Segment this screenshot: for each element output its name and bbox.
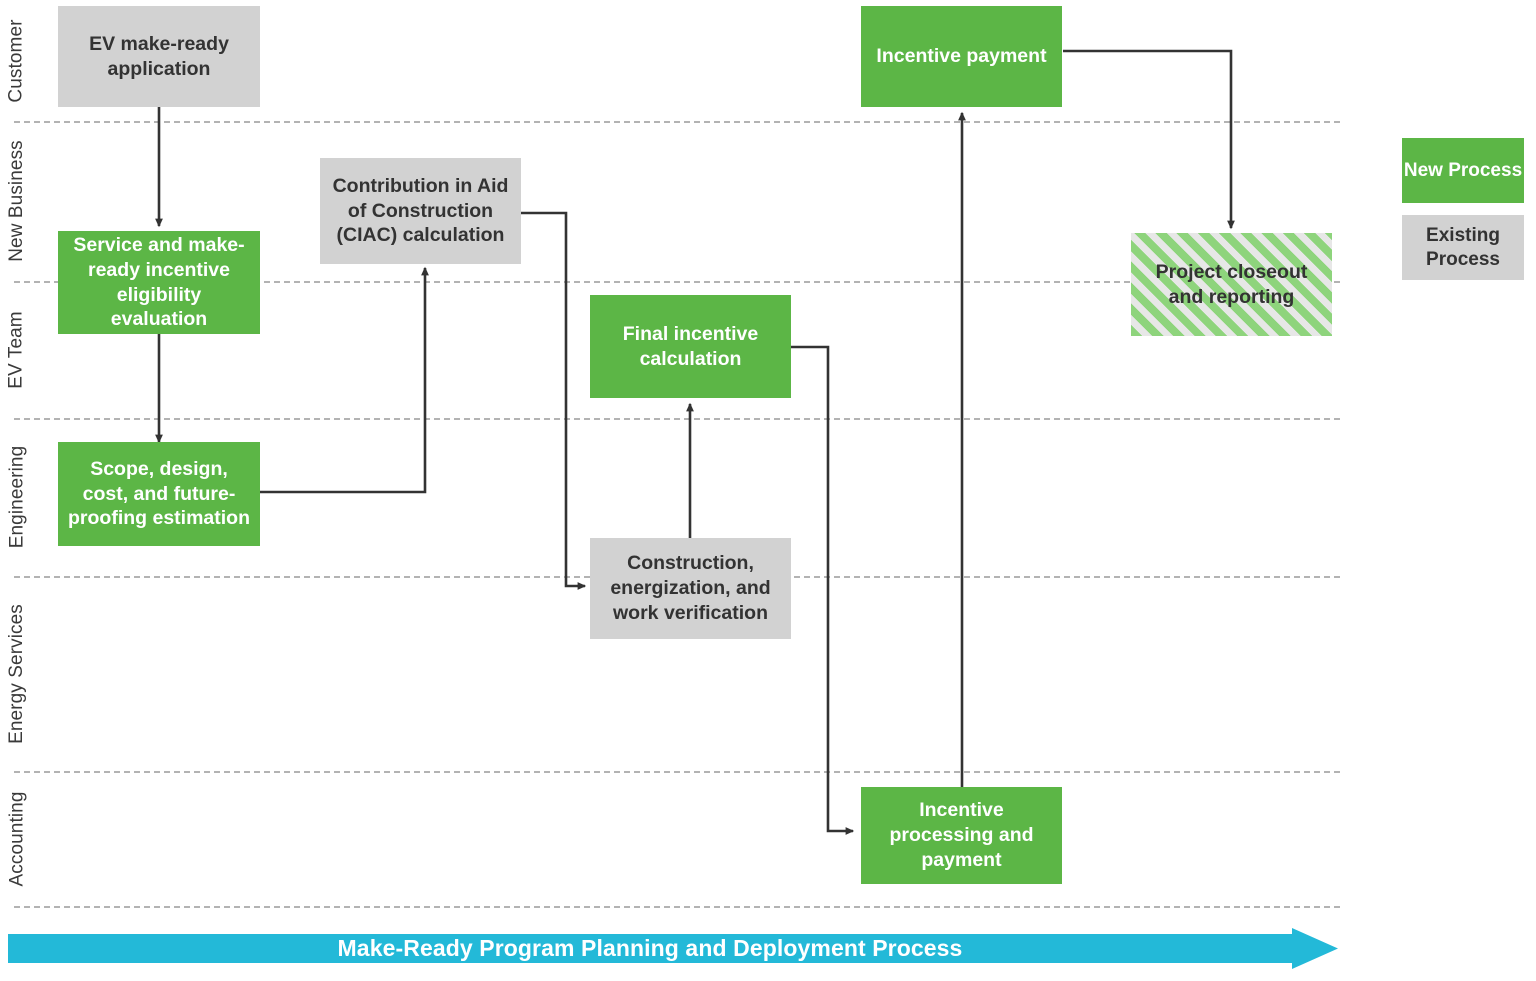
node-project-closeout-and-reporting-label: Project closeout and reporting <box>1155 260 1308 308</box>
node-contribution-in-aid-of-construction-calculation-label: Contribution in Aid of Construction (CIA… <box>332 174 509 247</box>
legend-item-new-process: New Process <box>1402 138 1524 203</box>
lane-divider-newbusiness-evteam <box>14 281 1340 283</box>
lane-label-accounting-text: Accounting <box>6 790 28 887</box>
node-construction-energization-and-work-verification[interactable]: Construction, energization, and work ver… <box>590 538 791 639</box>
lane-label-new-business-text: New Business <box>6 140 27 262</box>
legend: New Process Existing Process <box>1402 138 1524 280</box>
node-ev-make-ready-application-label: EV make-ready application <box>89 32 229 80</box>
lane-label-ev-team: EV Team <box>0 281 34 418</box>
node-contribution-in-aid-of-construction-calculation[interactable]: Contribution in Aid of Construction (CIA… <box>320 158 521 264</box>
node-incentive-payment-label: Incentive payment <box>876 45 1047 68</box>
node-project-closeout-and-reporting[interactable]: Project closeout and reporting <box>1131 233 1332 336</box>
node-final-incentive-calculation-label: Final incentive calculation <box>622 322 759 370</box>
lane-label-engineering: Engineering <box>0 418 34 576</box>
node-service-and-make-ready-incentive-eligibility-evaluation-label: Service and make-ready incentive eligibi… <box>73 233 245 331</box>
connector-scope-to-ciac <box>259 266 429 494</box>
banner-arrow-shape <box>8 928 1338 969</box>
lane-label-ev-team-text: EV Team <box>6 310 28 389</box>
legend-item-new-process-label: New Process <box>1403 159 1523 181</box>
connector-ciac-to-construction <box>521 211 587 590</box>
node-ev-make-ready-application[interactable]: EV make-ready application <box>58 6 260 107</box>
lane-label-engineering-text: Engineering <box>6 445 28 549</box>
node-incentive-payment[interactable]: Incentive payment <box>861 6 1062 107</box>
process-banner-arrow: Make-Ready Program Planning and Deployme… <box>8 928 1338 969</box>
lane-label-energy-services: Energy Services <box>0 576 34 771</box>
node-scope-design-cost-and-future-proofing-estimation[interactable]: Scope, design, cost, and future-proofing… <box>58 442 260 546</box>
node-construction-energization-and-work-verification-label: Construction, energization, and work ver… <box>610 552 771 624</box>
node-scope-design-cost-and-future-proofing-estimation-label: Scope, design, cost, and future-proofing… <box>68 457 250 530</box>
lane-divider-energy-accounting <box>14 771 1340 773</box>
banner-title: Make-Ready Program Planning and Deployme… <box>337 935 963 961</box>
lane-label-energy-services-text: Energy Services <box>6 603 27 744</box>
node-incentive-processing-and-payment-label: Incentive processing and payment <box>889 799 1034 871</box>
node-service-and-make-ready-incentive-eligibility-evaluation[interactable]: Service and make-ready incentive eligibi… <box>58 231 260 334</box>
node-incentive-processing-and-payment[interactable]: Incentive processing and payment <box>861 787 1062 884</box>
lane-divider-accounting-bottom <box>14 906 1340 908</box>
node-final-incentive-calculation[interactable]: Final incentive calculation <box>590 295 791 398</box>
lane-label-accounting: Accounting <box>0 771 34 906</box>
lane-label-new-business: New Business <box>0 121 34 281</box>
lane-divider-customer-newbusiness <box>14 121 1340 123</box>
legend-item-existing-process-label: Existing Process <box>1426 224 1500 270</box>
lane-label-customer-text: Customer <box>6 18 27 103</box>
lane-divider-evteam-engineering <box>14 418 1340 420</box>
lane-label-customer: Customer <box>0 0 34 121</box>
legend-item-existing-process: Existing Process <box>1402 215 1524 280</box>
connector-incentive-payment-to-closeout <box>1063 49 1235 230</box>
